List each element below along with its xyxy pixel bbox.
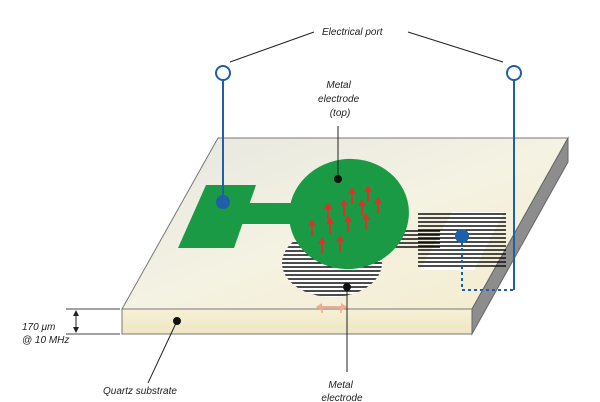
top-electrode-line-2: electrode: [318, 94, 360, 105]
red-up-arrow: [318, 237, 326, 254]
port-callout: [229, 31, 504, 63]
red-up-arrow: [348, 187, 356, 204]
red-up-arrow: [344, 215, 352, 232]
top-electrode-disk: [289, 158, 409, 270]
top-electrode-label: Metal electrode (top): [318, 80, 362, 119]
top-electrode-pad: [178, 185, 256, 248]
right-port-terminal: [506, 65, 522, 81]
red-up-arrow: [358, 199, 366, 216]
bottom-electrode-line-1: Metal: [328, 380, 353, 391]
bottom-electrode-pointer-dot: [343, 283, 351, 291]
top-electrode-pointer-dot: [334, 175, 342, 183]
substrate-pointer-dot: [173, 317, 181, 325]
thickness-label: 170 μm @ 10 MHz: [22, 322, 69, 346]
red-up-arrow: [340, 199, 348, 216]
wiring: [215, 65, 522, 291]
substrate-side-face: [471, 136, 569, 336]
left-contact-dot: [216, 195, 230, 209]
red-up-arrow: [308, 219, 316, 236]
bottom-electrode-label: Metal electrode: [321, 380, 363, 402]
polarization-arrows: [308, 185, 382, 254]
thickness-line-1: 170 μm: [22, 322, 55, 333]
red-up-arrow: [362, 213, 370, 230]
top-electrode: [178, 158, 409, 270]
right-contact-dot: [455, 229, 469, 243]
shear-arrows: [316, 303, 347, 313]
top-electrode-line-1: Metal: [326, 80, 351, 91]
thickness-dimension: [66, 308, 120, 335]
red-up-arrow: [326, 217, 334, 234]
left-port-terminal: [215, 65, 231, 81]
bottom-electrode-line-2: electrode: [321, 393, 363, 402]
red-up-arrow: [364, 185, 372, 202]
top-electrode-line-3: (top): [330, 108, 351, 119]
leader-lines: [147, 126, 351, 384]
electrical-port-label: Electrical port: [322, 27, 384, 38]
thickness-line-2: @ 10 MHz: [22, 335, 69, 346]
substrate-label: Quartz substrate: [103, 386, 177, 397]
red-up-arrow: [336, 235, 344, 252]
red-up-arrow: [324, 202, 332, 219]
red-up-arrow: [374, 197, 382, 214]
